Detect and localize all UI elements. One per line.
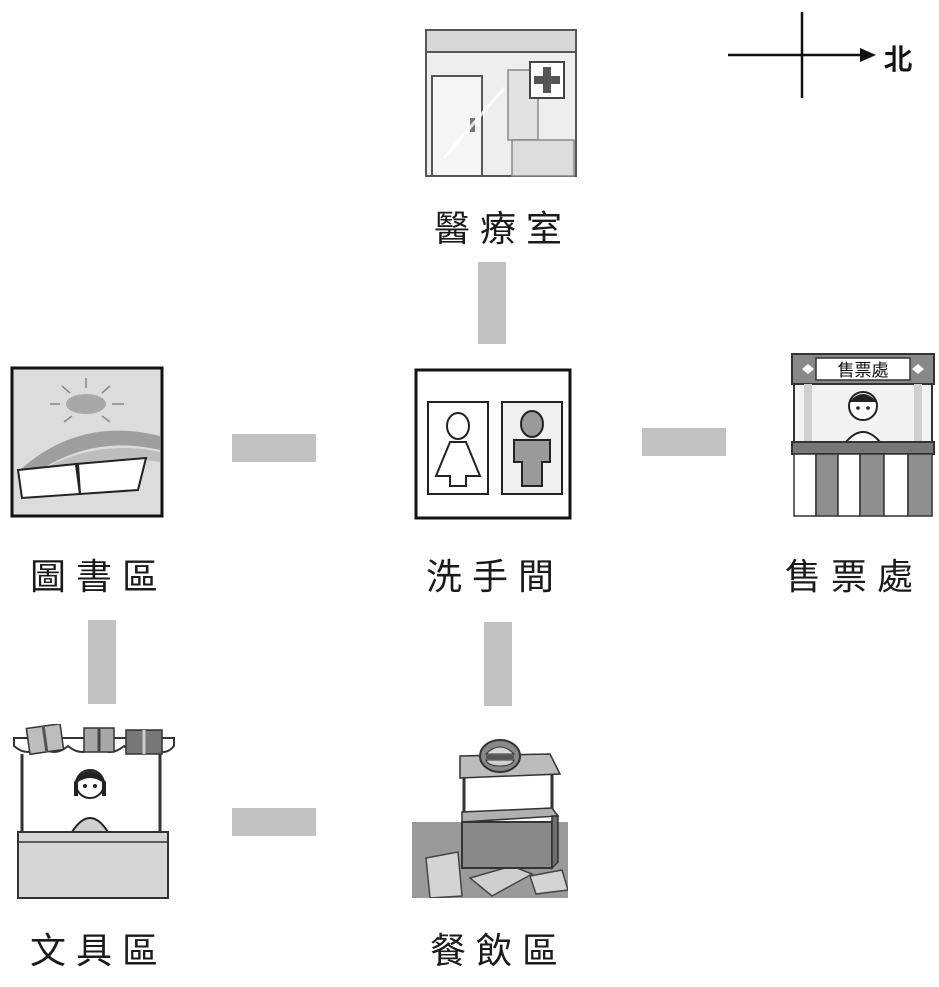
restroom-node [414, 368, 572, 520]
clinic-building-icon [425, 29, 577, 177]
library-node [10, 366, 164, 518]
food-stall-icon [412, 739, 568, 898]
ticket-node: 售票處 [790, 346, 936, 518]
ticket-booth-icon: 售票處 [791, 353, 935, 517]
gift-stall-icon [13, 724, 175, 899]
connector-restroom-ticket [642, 428, 726, 456]
ticket-sign-text: 售票處 [838, 361, 889, 381]
book-rainbow-icon [10, 366, 164, 518]
food-label: 餐飲區 [429, 931, 568, 972]
compass-arrow-icon [728, 12, 876, 98]
connector-library-stationery [88, 620, 116, 704]
food-node [412, 728, 568, 898]
restroom-label: 洗手間 [425, 557, 564, 598]
connector-library-restroom [232, 434, 316, 462]
library-label: 圖書區 [29, 557, 168, 598]
stationery-label: 文具區 [29, 931, 168, 972]
compass: 北 [726, 12, 931, 102]
clinic-label: 醫療室 [433, 209, 572, 250]
connector-restroom-food [484, 622, 512, 706]
connector-stationery-food [232, 808, 316, 836]
stationery-node [10, 724, 176, 900]
restroom-sign-icon [414, 368, 572, 520]
clinic-node [424, 28, 578, 178]
ticket-label: 售票處 [784, 557, 923, 598]
connector-clinic-restroom [478, 262, 506, 344]
north-label: 北 [884, 43, 913, 76]
